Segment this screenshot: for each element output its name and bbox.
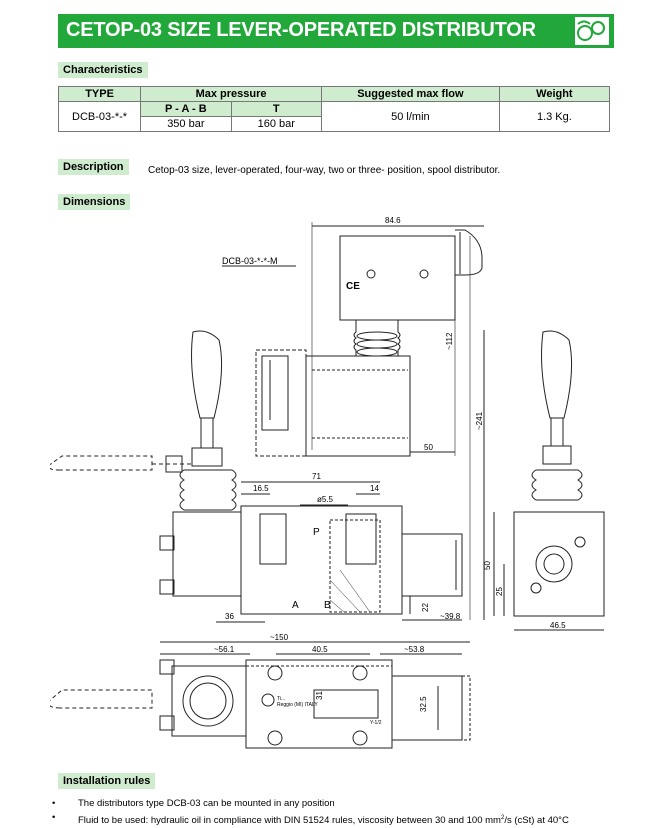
dim-56-1: ~56.1	[214, 645, 235, 654]
dim-50-side: 50	[483, 561, 492, 570]
cell-flow: 50 l/min	[321, 101, 500, 132]
cell-type: DCB-03-*-*	[57, 101, 142, 132]
section-installation: Installation rules	[58, 773, 156, 789]
brand-logo-icon	[575, 17, 609, 45]
dim-22: 22	[421, 603, 430, 612]
port-b: B	[324, 600, 331, 611]
model-label: DCB-03-*-*-M	[222, 256, 278, 266]
port-a: A	[292, 600, 299, 611]
dim-112: ~112	[445, 332, 454, 350]
dim-84-6: 84.6	[385, 216, 401, 225]
plan-view: Ti... Reggio (MI) ITALY Y-1/2	[50, 659, 471, 749]
list-item: • Fluid to be used: hydraulic oil in com…	[50, 811, 569, 828]
section-characteristics: Characteristics	[58, 62, 148, 78]
dimensions-drawing: DCB-03-*-*-M CE 84.6 50 ~112 ~241	[50, 216, 605, 749]
dim-31: 31	[315, 691, 324, 700]
rule-text: The distributors type DCB-03 can be moun…	[78, 798, 335, 809]
dim-50-top: 50	[424, 443, 433, 452]
header-flow: Suggested max flow	[321, 86, 500, 102]
port-p: P	[313, 527, 320, 538]
rule-sup: 2	[500, 815, 505, 821]
plate-city: Reggio (MI) ITALY	[277, 702, 318, 708]
handle-housing-top: CE	[339, 229, 483, 357]
bullet-icon: •	[52, 812, 56, 823]
dim-25: 25	[495, 587, 504, 596]
bullet-icon: •	[52, 798, 56, 809]
section-description: Description	[58, 159, 129, 175]
cell-weight: 1.3 Kg.	[498, 101, 611, 132]
dim-14: 14	[370, 484, 379, 493]
rule-text-end: /s (cSt) at 40°C	[504, 815, 569, 827]
dim-40-5: 40.5	[312, 645, 328, 654]
dim-36: 36	[225, 612, 234, 621]
dim-46-5: 46.5	[550, 621, 566, 630]
cell-pab: 350 bar	[140, 116, 232, 132]
dim-39-8: ~39.8	[440, 612, 461, 621]
header-weight: Weight	[498, 86, 611, 102]
header-pab: P - A - B	[140, 101, 232, 117]
dim-71: 71	[312, 472, 321, 481]
body-front-view: P A B	[159, 505, 463, 615]
characteristics-table: TYPE Max pressure Suggested max flow Wei…	[57, 86, 611, 132]
ce-mark: CE	[346, 281, 360, 292]
rule-text: Fluid to be used: hydraulic oil in compl…	[78, 815, 501, 827]
plate-code: Y-1/2	[370, 720, 382, 726]
section-dimensions: Dimensions	[58, 194, 131, 210]
page-title: CETOP-03 SIZE LEVER-OPERATED DISTRIBUTOR	[66, 19, 536, 41]
dim-5-5: ø5.5	[317, 495, 334, 504]
header-t: T	[230, 101, 323, 117]
dim-241: ~241	[475, 411, 484, 430]
plate-brand: Ti...	[277, 696, 285, 702]
cell-t: 160 bar	[230, 116, 323, 132]
installation-rules: • The distributors type DCB-03 can be mo…	[50, 797, 569, 828]
lever-left	[50, 330, 237, 511]
dim-53-8: ~53.8	[404, 645, 425, 654]
header-type: TYPE	[57, 86, 142, 102]
right-side-view	[513, 330, 605, 617]
body-side-view	[255, 349, 411, 457]
dim-150: ~150	[270, 633, 289, 642]
description-text: Cetop-03 size, lever-operated, four-way,…	[148, 165, 501, 176]
dim-32-5: 32.5	[419, 696, 428, 712]
dim-16-5: 16.5	[253, 484, 269, 493]
header-max-pressure: Max pressure	[140, 86, 322, 102]
title-bar: CETOP-03 SIZE LEVER-OPERATED DISTRIBUTOR	[58, 14, 614, 48]
list-item: • The distributors type DCB-03 can be mo…	[50, 797, 569, 811]
